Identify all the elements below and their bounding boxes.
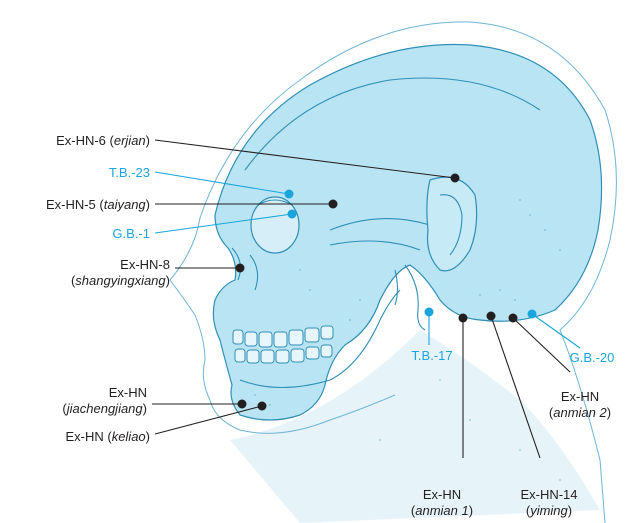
label-ex-hn-anmian2-name: (anmian 2)	[549, 405, 611, 420]
orbit	[251, 197, 299, 253]
label-ex-hn-anmian2-code: Ex-HN	[561, 389, 599, 404]
leader-ex-hn-anmian2	[513, 318, 570, 372]
point-gb-1	[288, 210, 297, 219]
point-ex-hn-jiacheng	[238, 400, 247, 409]
leader-ex-hn-keliao	[155, 406, 262, 434]
point-ex-hn-keliao	[258, 402, 267, 411]
point-tb-23	[285, 190, 294, 199]
label-tb-23: T.B.-23	[109, 165, 150, 180]
label-ex-hn-jiacheng-code: Ex-HN	[109, 385, 147, 400]
label-gb-20: G.B.-20	[570, 350, 615, 365]
point-ex-hn-8	[236, 264, 245, 273]
label-ex-hn-14-code: Ex-HN-14	[520, 487, 577, 502]
point-ex-hn-14	[487, 312, 496, 321]
label-ex-hn-anmian1-code: Ex-HN	[423, 487, 461, 502]
label-ex-hn-14-name: (yiming)	[526, 503, 572, 518]
point-ex-hn-5	[329, 200, 338, 209]
label-ex-hn-keliao: Ex-HN (keliao)	[65, 429, 150, 444]
label-tb-17: T.B.-17	[411, 348, 452, 363]
label-ex-hn-8-code: Ex-HN-8	[120, 257, 170, 272]
point-ex-hn-anmian1	[459, 314, 468, 323]
point-ex-hn-6	[451, 174, 460, 183]
label-ex-hn-6: Ex-HN-6 (erjian)	[56, 133, 150, 148]
label-ex-hn-8-name: (shangyingxiang)	[71, 273, 170, 288]
label-gb-1: G.B.-1	[112, 226, 150, 241]
point-ex-hn-anmian2	[509, 314, 518, 323]
label-ex-hn-jiacheng-name: (jiachengjiang)	[62, 401, 147, 416]
point-tb-17	[425, 308, 434, 317]
point-gb-20	[528, 310, 537, 319]
label-ex-hn-5: Ex-HN-5 (taiyang)	[46, 197, 150, 212]
label-ex-hn-anmian1-name: (anmian 1)	[411, 503, 473, 518]
